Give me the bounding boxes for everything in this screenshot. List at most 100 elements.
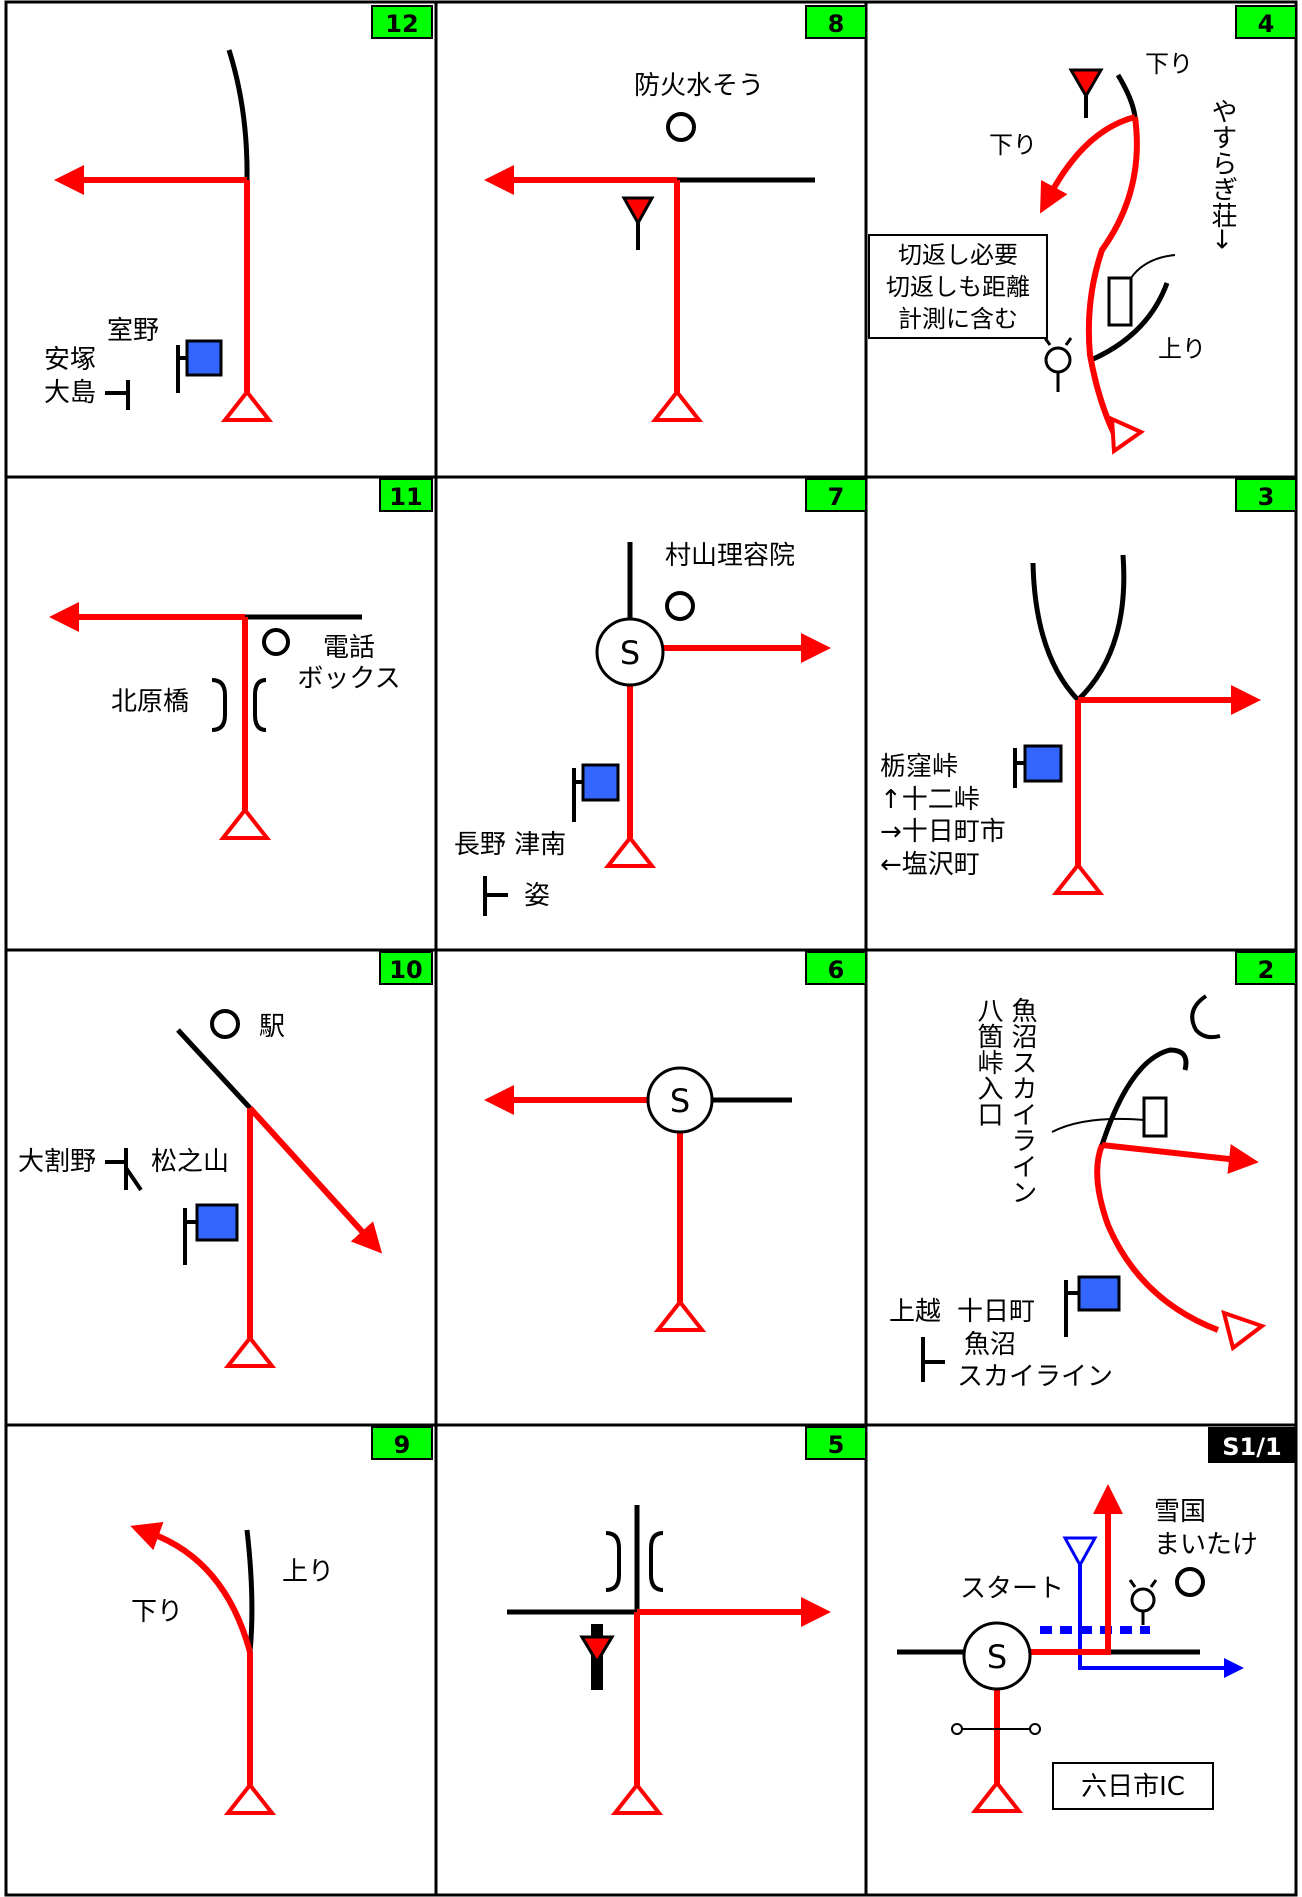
signal-icon: [1068, 68, 1104, 100]
cell-7: 7 村山理容院 S 長野 津南 姿: [454, 478, 867, 916]
bend-mark: [1190, 994, 1221, 1040]
start-circle: [595, 617, 665, 687]
cell-badge-label: S1/1: [1222, 1433, 1281, 1461]
cell-12: 12 室野 安塚 大島: [44, 5, 433, 422]
cell-badge: [371, 5, 433, 39]
building-icon: [195, 1203, 239, 1242]
road-line: [244, 1529, 255, 1653]
cell-11: 11 電話 ボックス 北原橋: [49, 478, 433, 840]
cell-8: 8 防火水そう: [484, 5, 867, 422]
start-triangle: [653, 1298, 707, 1332]
start-triangle: [1051, 861, 1105, 895]
landmark-circle: [210, 1009, 240, 1039]
cell-badge-label: 9: [394, 1431, 411, 1459]
blue-alt-route: [1078, 1545, 1244, 1678]
cell-6: 6 S: [484, 951, 867, 1332]
bridge-end-circle: [1029, 1723, 1041, 1735]
label: 姿: [524, 881, 550, 911]
police-icon: [1043, 337, 1073, 392]
leader-line: [1051, 1117, 1145, 1133]
cell-3: 3 栃窪峠 ↑十二峠 →十日町市 ←塩沢町: [880, 478, 1297, 895]
cell-badge-label: 8: [828, 10, 845, 38]
side-road-mark: [483, 876, 508, 916]
label: 下り: [1145, 50, 1193, 78]
road-line: [176, 1028, 252, 1110]
start-triangle: [218, 806, 272, 840]
cell-9: 9 下り 上り: [130, 1426, 433, 1815]
bridge-end-circle: [951, 1723, 963, 1735]
label: ↑十二峠: [880, 785, 980, 815]
landmark-circle: [666, 112, 696, 142]
label: 雪国: [1154, 1497, 1206, 1527]
signal-icon-front: [579, 1635, 615, 1665]
building-icon: [1077, 1275, 1121, 1312]
start-triangle: [220, 388, 274, 422]
cell-badge-label: 7: [828, 483, 845, 511]
cell-badge-label: 3: [1258, 483, 1275, 511]
cell-badge: [379, 951, 433, 985]
ic-label-box: [1052, 1762, 1214, 1810]
route-arrow: [130, 1521, 253, 1653]
cell-badge: [805, 478, 867, 512]
start-triangle: [970, 1779, 1024, 1813]
label: 安塚: [44, 345, 96, 375]
start-circle-label: S: [987, 1638, 1007, 1676]
road-line: [1099, 1047, 1189, 1146]
cell-badge: [371, 1426, 433, 1460]
building-post: [572, 768, 583, 822]
cell-badge: [1235, 5, 1297, 39]
building-post: [176, 345, 187, 393]
note-box: [868, 234, 1048, 339]
label: 魚沼: [964, 1330, 1016, 1360]
label: 十日町: [957, 1297, 1035, 1327]
start-circle: [646, 1066, 714, 1134]
cell-badge: [1235, 478, 1297, 512]
cell-badge-label: 12: [385, 10, 418, 38]
label: ボックス: [297, 664, 400, 694]
building-icon: [1023, 744, 1063, 783]
start-triangle: [610, 1781, 664, 1815]
note-text: 切返し必要: [898, 241, 1018, 269]
label: 大割野: [18, 1147, 96, 1177]
facility-box: [1107, 276, 1133, 327]
label: 室野: [107, 316, 159, 346]
label: 栃窪峠: [880, 752, 958, 782]
building-post: [1013, 748, 1025, 788]
cell-badge-label: 11: [389, 483, 422, 511]
cell-badge: [1235, 951, 1297, 985]
cell-5: 5: [507, 1426, 867, 1815]
building-icon: [185, 339, 223, 377]
bridge-mark: [605, 1531, 621, 1592]
grid-lines: [4, 0, 1298, 1897]
cell-4: 4 下り 下り やすらぎ荘→ 上り 切返し必要 切返しも距離 計測に含む: [868, 5, 1297, 455]
label: 六日市IC: [1081, 1772, 1185, 1802]
start-triangle: [1221, 1309, 1267, 1352]
start-circle-label: S: [670, 1082, 690, 1120]
label: 防火水そう: [634, 71, 764, 101]
label: →十日町市: [880, 817, 1006, 847]
label: 松之山: [151, 1147, 229, 1177]
cell-badge-label: 6: [828, 956, 845, 984]
landmark-circle: [262, 628, 290, 656]
route-arrow: [247, 1105, 383, 1254]
road-line: [1076, 554, 1127, 702]
route-line: [1094, 1143, 1220, 1333]
label: スカイライン: [957, 1362, 1113, 1392]
label-vertical: やすらぎ荘→: [1207, 98, 1237, 250]
label: 駅: [259, 1012, 285, 1042]
cell-badge-label: 5: [828, 1431, 845, 1459]
cell-badge-label: 2: [1258, 956, 1275, 984]
start-circle-label: S: [620, 634, 640, 672]
cell-badge-label: 10: [389, 956, 422, 984]
label: 大島: [44, 378, 96, 408]
label: 上り: [282, 1557, 334, 1587]
side-road-mark: [105, 1148, 143, 1192]
cell-badge: [805, 951, 867, 985]
blue-triangle: [1062, 1536, 1098, 1569]
label: 上り: [1158, 335, 1206, 363]
cell-2: 2 八箇峠入口 魚沼スカイライン 上越 十日町 魚沼 スカイライン: [889, 951, 1297, 1392]
cell-s1: S1/1 S 雪国 まいたけ スタート 六日市IC: [897, 1427, 1296, 1813]
label: 長野 津南: [454, 830, 566, 860]
label: 村山理容院: [665, 541, 795, 571]
